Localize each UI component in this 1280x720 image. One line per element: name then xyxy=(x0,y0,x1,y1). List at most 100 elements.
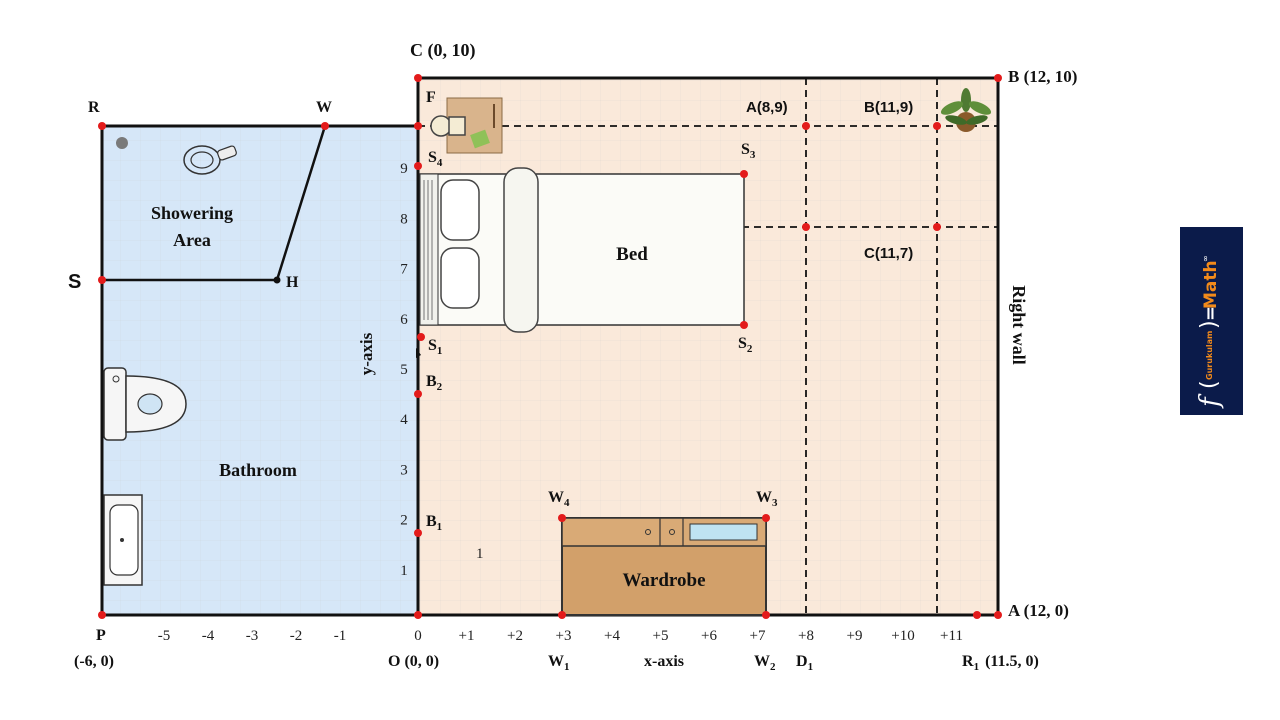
x-axis-label: x-axis xyxy=(644,653,684,670)
point-H xyxy=(273,276,281,284)
label-B-corner: B (12, 10) xyxy=(1008,67,1077,86)
point-S1 xyxy=(417,333,425,341)
y-tick-label: 1 xyxy=(400,563,408,579)
label-W2: W2 xyxy=(754,653,776,673)
x-tick-label: 0 xyxy=(414,628,422,644)
x-tick-label: +10 xyxy=(891,628,914,644)
x-tick-label: -2 xyxy=(290,628,303,644)
label-R: R xyxy=(88,99,100,116)
point-C xyxy=(414,74,422,82)
drain-icon xyxy=(116,137,128,149)
y-tick-label: 2 xyxy=(400,513,408,529)
x-tick-label: +6 xyxy=(701,628,717,644)
label-C-inner: C(11,7) xyxy=(864,245,913,262)
point-B1 xyxy=(414,529,422,537)
point-P xyxy=(98,611,106,619)
point-C-inner xyxy=(933,223,941,231)
svg-text:Math: Math xyxy=(1201,260,1221,309)
stray-tick-one: 1 xyxy=(476,546,484,562)
point-W4 xyxy=(558,514,566,522)
label-H: H xyxy=(286,274,299,291)
wardrobe-label: Wardrobe xyxy=(622,570,705,591)
point-B-corner xyxy=(994,74,1002,82)
point-R1 xyxy=(973,611,981,619)
brand-logo: f ( Gurukulam ) = Math ∞ xyxy=(1195,255,1225,409)
wardrobe xyxy=(561,517,767,616)
label-S3: S3 xyxy=(741,141,756,161)
label-W1: W1 xyxy=(548,653,570,673)
label-P: P xyxy=(96,627,106,644)
point-S3 xyxy=(740,170,748,178)
bed-label: Bed xyxy=(616,244,648,265)
x-tick-label: +9 xyxy=(847,628,863,644)
point-O xyxy=(414,611,422,619)
svg-text:Gurukulam: Gurukulam xyxy=(1205,331,1214,380)
label-D1: D1 xyxy=(796,653,813,673)
label-R1: R1(11.5, 0) xyxy=(962,653,1039,673)
point-W3 xyxy=(762,514,770,522)
x-tick-label: +2 xyxy=(507,628,523,644)
x-tick-label: +8 xyxy=(798,628,814,644)
point-W xyxy=(321,122,329,130)
plant-icon xyxy=(940,88,992,132)
point-W2 xyxy=(762,611,770,619)
bed xyxy=(419,167,745,333)
point-A-corner xyxy=(994,611,1002,619)
shower-head-icon xyxy=(183,145,237,175)
y-tick-label: 4 xyxy=(400,412,408,428)
svg-text:∞: ∞ xyxy=(1201,255,1210,262)
point-B-inner xyxy=(933,122,941,130)
label-B-inner: B(11,9) xyxy=(864,99,913,116)
point-S xyxy=(98,276,106,284)
x-tick-label: +1 xyxy=(459,628,475,644)
x-tick-label: -3 xyxy=(246,628,259,644)
label-W: W xyxy=(316,99,332,116)
label-C: C (0, 10) xyxy=(410,40,476,61)
x-tick-label: +3 xyxy=(556,628,572,644)
x-tick-label: -1 xyxy=(334,628,347,644)
x-axis-ticks: -5 -4 -3 -2 -1 0 +1 +2 +3 +4 +5 +6 +7 +8 +9 +10 +11 xyxy=(158,628,963,644)
side-table xyxy=(430,97,503,154)
label-B2: B2 xyxy=(426,373,443,393)
label-B1: B1 xyxy=(426,513,442,533)
y-tick-label: 6 xyxy=(400,312,408,328)
axis-arrow-icon xyxy=(416,348,421,358)
red-points xyxy=(98,74,1002,619)
right-wall-label: Right wall xyxy=(1009,285,1029,365)
svg-text:=: = xyxy=(1200,306,1221,321)
x-tick-label: +7 xyxy=(750,628,766,644)
label-S4: S4 xyxy=(428,149,443,169)
label-A-inner: A(8,9) xyxy=(746,99,788,116)
x-tick-label: +4 xyxy=(604,628,620,644)
label-W4: W4 xyxy=(548,489,570,509)
floor-plan: Bathroom Showering Area Bed Wardrobe Rig… xyxy=(68,40,1077,673)
x-tick-label: -5 xyxy=(158,628,171,644)
point-W1 xyxy=(558,611,566,619)
brand-badge: f ( Gurukulam ) = Math ∞ xyxy=(1180,227,1243,415)
point-F xyxy=(414,122,422,130)
x-tick-label: +11 xyxy=(940,628,963,644)
x-tick-label: -4 xyxy=(202,628,215,644)
toilet-icon xyxy=(103,367,187,441)
svg-text:f: f xyxy=(1195,393,1225,409)
label-S1: S1 xyxy=(428,337,442,357)
point-A-inner xyxy=(802,122,810,130)
point-D-guide xyxy=(802,223,810,231)
bathroom-label: Bathroom xyxy=(219,460,297,480)
shower-label-line2: Area xyxy=(173,230,211,250)
label-O: O (0, 0) xyxy=(388,653,439,670)
svg-text:): ) xyxy=(1197,320,1222,329)
label-S2: S2 xyxy=(738,335,753,355)
point-R xyxy=(98,122,106,130)
sink-icon xyxy=(103,494,143,586)
point-S2 xyxy=(740,321,748,329)
x-tick-label: +5 xyxy=(653,628,669,644)
shower-label-line1: Showering xyxy=(151,203,233,223)
label-F: F xyxy=(426,89,436,106)
y-tick-label: 3 xyxy=(400,462,408,478)
y-tick-label: 7 xyxy=(400,262,408,278)
label-W3: W3 xyxy=(756,489,778,509)
label-P-coord: (-6, 0) xyxy=(74,653,114,670)
label-S: S xyxy=(68,271,81,293)
